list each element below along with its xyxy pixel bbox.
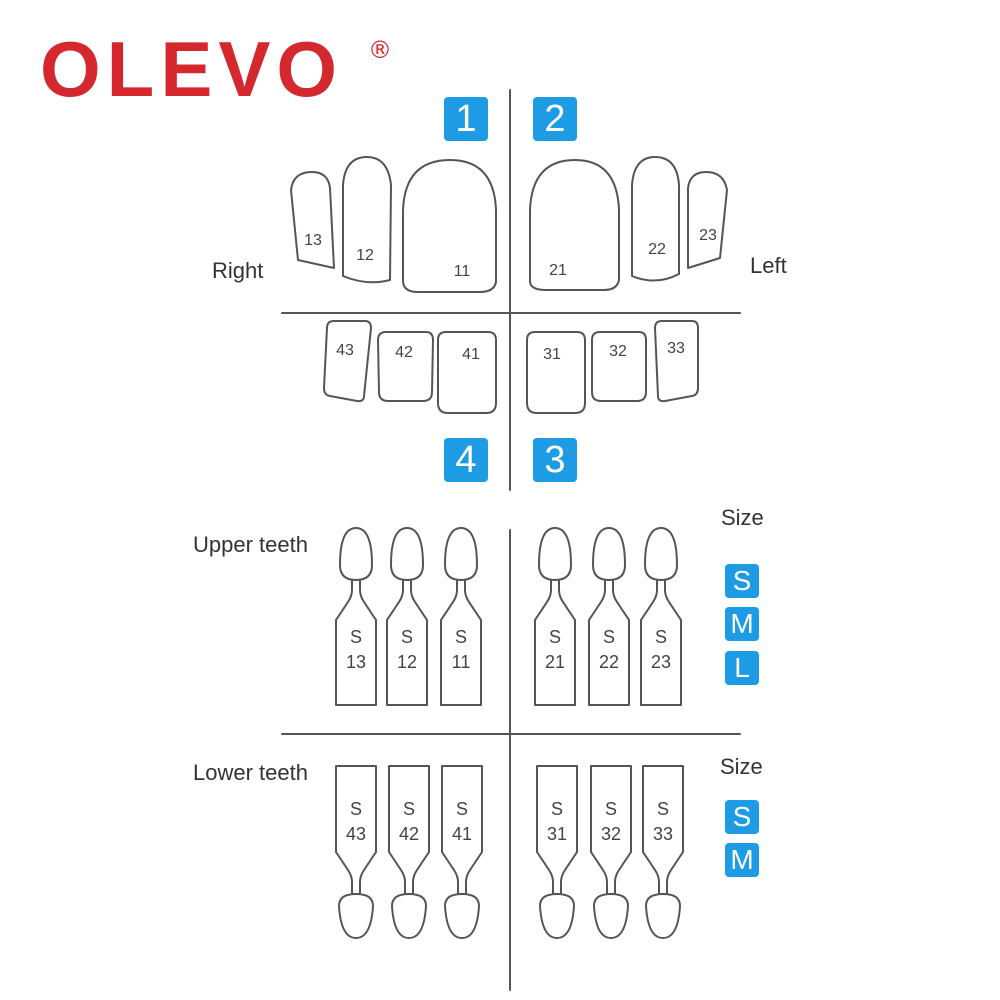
lower-teeth-label: Lower teeth (193, 760, 308, 785)
tooth-number-31: 31 (543, 346, 561, 363)
right-side-label: Right (212, 258, 264, 283)
lower-size-badge-s: S (725, 800, 759, 834)
lower-tag-size-43: S (350, 799, 362, 819)
registered-mark: ® (368, 36, 392, 64)
lower-tag-size-32: S (605, 799, 617, 819)
tooth-number-41: 41 (462, 346, 480, 363)
tooth-number-12: 12 (356, 247, 374, 264)
lower-size-label: Size (720, 754, 763, 779)
tooth-outline-11 (402, 159, 497, 293)
lower-tag-size-31: S (551, 799, 563, 819)
lower-tag-42 (388, 765, 430, 939)
upper-tag-12 (386, 527, 428, 706)
quadrant-badge-4: 4 (444, 438, 488, 482)
tooth-outline-32 (591, 331, 647, 402)
lower-size-badge-m: M (725, 843, 759, 877)
tooth-number-11: 11 (454, 263, 471, 280)
upper-tag-13 (335, 527, 377, 706)
quadrant-badge-1: 1 (444, 97, 488, 141)
tooth-outline-43 (323, 320, 372, 403)
upper-tag-size-13: S (350, 627, 362, 647)
brand-logo: OLEVO (40, 25, 344, 113)
upper-teeth-label: Upper teeth (193, 532, 308, 557)
upper-tag-size-22: S (603, 627, 615, 647)
lower-tag-number-33: 33 (653, 824, 673, 844)
upper-tag-number-13: 13 (346, 652, 366, 672)
upper-tag-size-23: S (655, 627, 667, 647)
tooth-outline-41 (437, 331, 497, 414)
upper-tag-number-12: 12 (397, 652, 417, 672)
lower-tag-number-42: 42 (399, 824, 419, 844)
lower-tag-number-43: 43 (346, 824, 366, 844)
upper-tag-11 (440, 527, 482, 706)
tooth-number-42: 42 (395, 344, 413, 361)
lower-tag-number-32: 32 (601, 824, 621, 844)
lower-tag-number-31: 31 (547, 824, 567, 844)
lower-tag-31 (536, 765, 578, 939)
lower-tag-size-42: S (403, 799, 415, 819)
tooth-outline-12 (342, 156, 392, 284)
lower-tag-size-33: S (657, 799, 669, 819)
tooth-outline-33 (654, 320, 699, 403)
quadrant-badge-2: 2 (533, 97, 577, 141)
upper-tag-size-11: S (455, 627, 467, 647)
upper-tag-number-21: 21 (545, 652, 565, 672)
tooth-number-23: 23 (699, 227, 717, 244)
upper-tag-size-21: S (549, 627, 561, 647)
upper-size-badge-s: S (725, 564, 759, 598)
upper-tag-23 (640, 527, 682, 706)
upper-tag-number-11: 11 (452, 652, 471, 672)
lower-tag-33 (642, 765, 684, 939)
upper-size-badge-m: M (725, 607, 759, 641)
tooth-outline-13 (290, 171, 335, 269)
upper-tag-size-12: S (401, 627, 413, 647)
tooth-number-21: 21 (549, 262, 567, 279)
tooth-outline-31 (526, 331, 586, 414)
upper-tag-22 (588, 527, 630, 706)
upper-size-label: Size (721, 505, 764, 530)
lower-tag-number-41: 41 (452, 824, 472, 844)
quadrant-badge-3: 3 (533, 438, 577, 482)
tooth-number-13: 13 (304, 232, 322, 249)
tooth-number-22: 22 (648, 241, 666, 258)
upper-size-badge-l: L (725, 651, 759, 685)
left-side-label: Left (750, 253, 787, 278)
tooth-outline-21 (529, 159, 620, 291)
tooth-outline-23 (687, 171, 728, 269)
upper-tag-number-23: 23 (651, 652, 671, 672)
lower-tag-41 (441, 765, 483, 939)
tooth-number-32: 32 (609, 343, 627, 360)
tooth-outline-22 (631, 156, 680, 282)
upper-tag-number-22: 22 (599, 652, 619, 672)
tooth-number-33: 33 (667, 340, 685, 357)
lower-tag-size-41: S (456, 799, 468, 819)
upper-tag-21 (534, 527, 576, 706)
lower-tag-32 (590, 765, 632, 939)
tooth-outline-42 (377, 331, 434, 402)
lower-tag-43 (335, 765, 377, 939)
tooth-number-43: 43 (336, 342, 354, 359)
